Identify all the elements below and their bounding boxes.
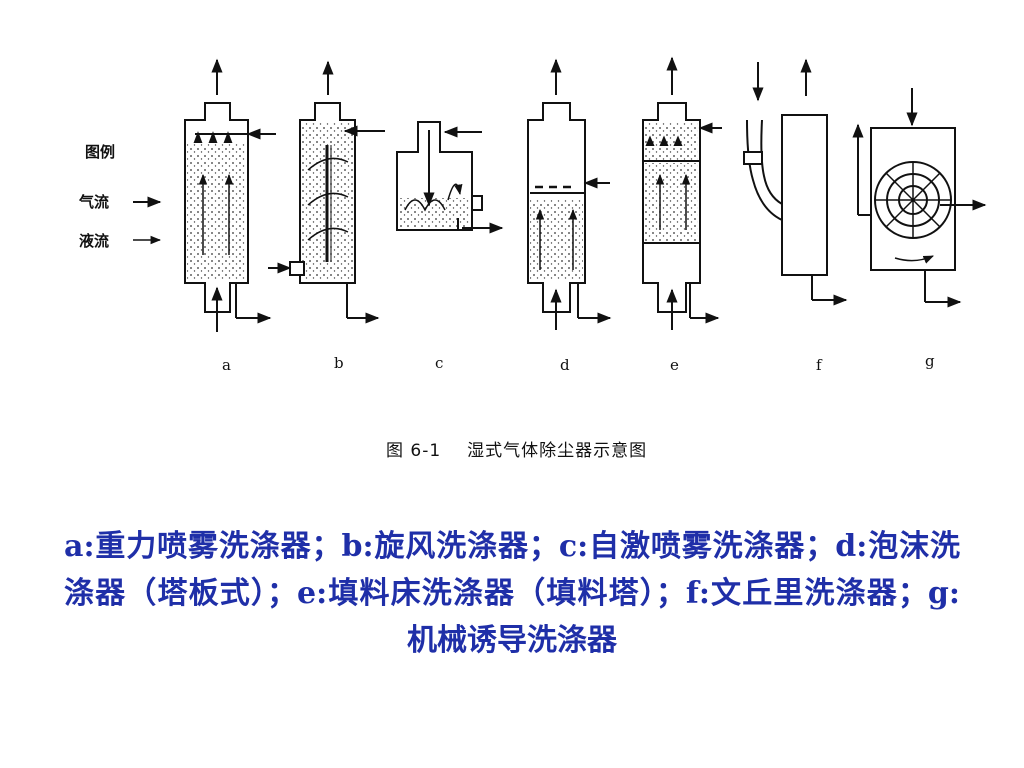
- scrubber-d: [527, 58, 612, 330]
- scrubber-c: [396, 121, 504, 234]
- legend-airflow-label: 气流: [79, 193, 110, 211]
- unit-label-a: a: [222, 356, 231, 374]
- scrubber-a: [184, 58, 276, 332]
- figure-number: 图 6-1: [386, 441, 442, 461]
- unit-label-b: b: [334, 354, 344, 372]
- figure-caption: 图 6-1 湿式气体除尘器示意图: [380, 436, 647, 461]
- scrubber-type-description: a:重力喷雾洗涤器；b:旋风洗涤器；c:自激喷雾洗涤器；d:泡沫洗涤器（塔板式）…: [64, 529, 960, 658]
- wet-scrubber-diagram: [133, 56, 987, 332]
- unit-label-d: d: [560, 356, 570, 374]
- unit-label-g: g: [925, 352, 935, 370]
- scrubber-g: [852, 88, 987, 308]
- legend-title: 图例: [85, 143, 116, 161]
- figure-title: 湿式气体除尘器示意图: [467, 441, 648, 461]
- scrubber-b: [268, 60, 385, 324]
- legend-liquid-label: 液流: [79, 232, 110, 250]
- unit-label-c: c: [435, 354, 444, 372]
- unit-label-f: f: [816, 356, 822, 374]
- scrubber-f: [743, 58, 848, 306]
- unit-label-e: e: [670, 356, 679, 374]
- scrubber-e: [642, 56, 722, 330]
